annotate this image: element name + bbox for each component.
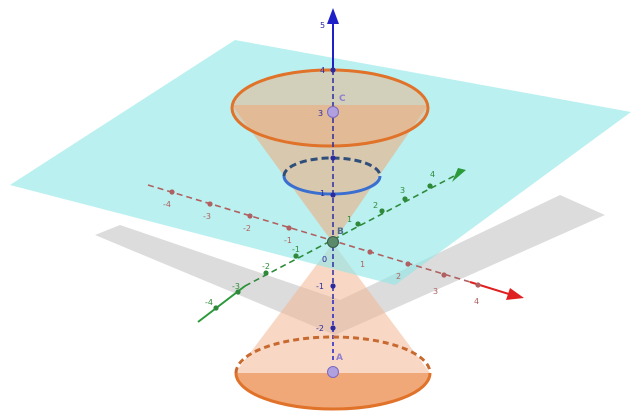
x-axis-arrow[interactable]: [506, 288, 524, 300]
x-tick-label-4: 4: [474, 297, 479, 306]
y-tick-label-1: 1: [347, 215, 352, 224]
y-tick-label-3: 3: [400, 186, 405, 195]
y-tick-label-neg2: -2: [262, 262, 270, 271]
x-tick-label-neg4: -4: [163, 200, 171, 209]
x-tick-label-3: 3: [433, 287, 438, 296]
z-tick-label-3: 3: [318, 109, 323, 118]
upper-cone-rim[interactable]: [230, 68, 430, 148]
z-tick-label-neg2: -2: [316, 324, 324, 333]
x-tick-label-neg3: -3: [203, 212, 211, 221]
z-tick-label-4: 4: [320, 66, 325, 75]
y-tick-label-neg4: -4: [205, 298, 213, 307]
point-a-label: A: [336, 353, 343, 363]
x-tick-label-neg1: -1: [284, 236, 292, 245]
point-c[interactable]: [327, 106, 339, 118]
point-a[interactable]: [327, 366, 339, 378]
z-axis-ticks: [330, 67, 336, 331]
y-tick-label-neg3: -3: [232, 282, 240, 291]
z-tick-label-neg1: -1: [316, 282, 324, 291]
y-tick-label-2: 2: [373, 201, 378, 210]
intersection-circle-back[interactable]: [282, 156, 382, 177]
x-axis-ticks: [169, 189, 481, 288]
z-tick-label-1: 1: [320, 189, 325, 198]
x-tick-label-2: 2: [396, 272, 401, 281]
x-tick-label-neg2: -2: [243, 224, 251, 233]
lower-cone-base-back[interactable]: [234, 335, 432, 374]
point-b-label: B: [337, 227, 344, 237]
lower-cone-base-front[interactable]: [234, 372, 432, 411]
y-axis-arrow[interactable]: [452, 168, 466, 182]
y-axis-ticks: [213, 183, 433, 311]
y-tick-label-neg1: -1: [292, 245, 300, 254]
z-tick-label-5: 5: [320, 21, 325, 30]
point-c-label: C: [339, 94, 346, 104]
x-axis-dashed: [147, 184, 471, 283]
y-tick-label-4: 4: [430, 170, 435, 179]
x-tick-label-1: 1: [360, 260, 365, 269]
z-tick-label-0: 0: [322, 255, 327, 264]
point-b[interactable]: [327, 236, 339, 248]
z-axis-arrow[interactable]: [327, 8, 339, 24]
